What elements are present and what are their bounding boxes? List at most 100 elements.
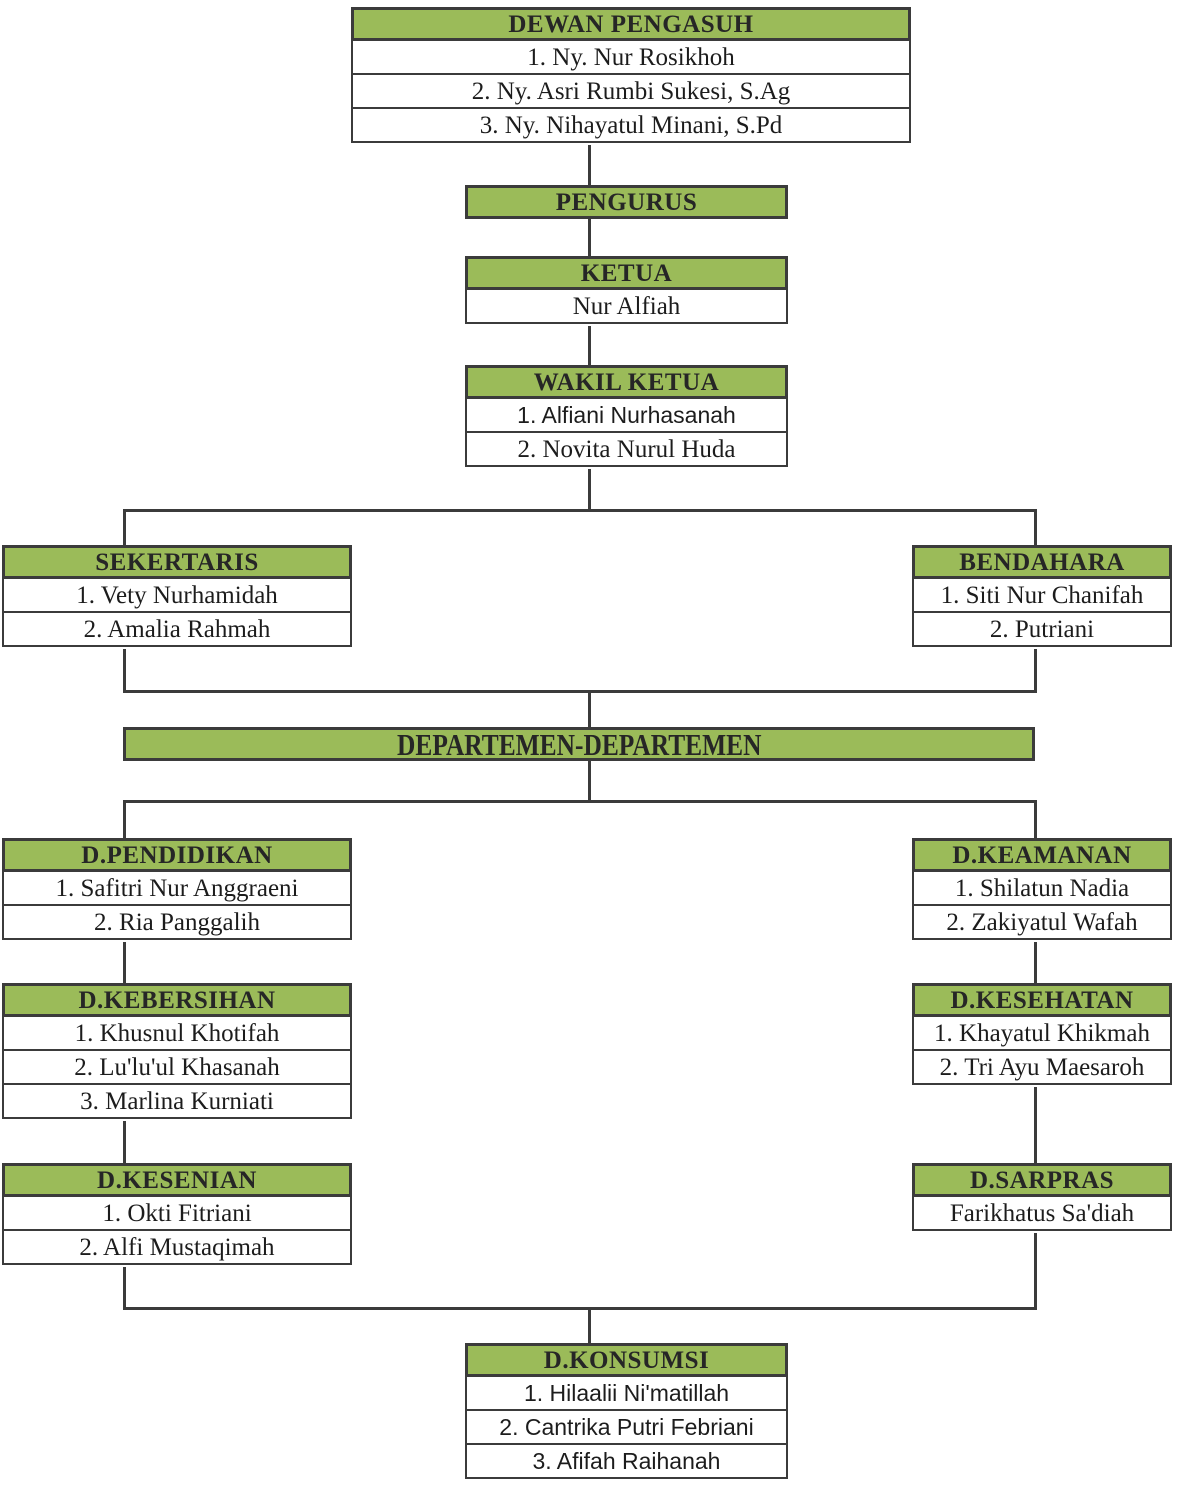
member-row: 2. Cantrika Putri Febriani — [465, 1409, 788, 1445]
org-node-d-kesehatan: D.KESEHATAN 1. Khayatul Khikmah 2. Tri Ay… — [912, 983, 1172, 1085]
org-node-d-keamanan: D.KEAMANAN 1. Shilatun Nadia 2. Zakiyatul… — [912, 838, 1172, 940]
member-row: 1. Siti Nur Chanifah — [912, 577, 1172, 613]
member-row: 2. Amalia Rahmah — [2, 611, 352, 647]
connector — [1034, 942, 1037, 983]
member-row: 2. Ria Panggalih — [2, 904, 352, 940]
member-name: 2. Cantrika Putri Febriani — [499, 1413, 754, 1440]
node-title: DEWAN PENGASUH — [351, 7, 911, 41]
connector — [588, 761, 591, 800]
node-title: KETUA — [465, 256, 788, 290]
member-name: 1. Vety Nurhamidah — [76, 581, 278, 609]
node-title-text: D.KONSUMSI — [543, 1346, 710, 1374]
member-name: 1. Khayatul Khikmah — [934, 1019, 1150, 1047]
node-title: D.KESEHATAN — [912, 983, 1172, 1017]
node-title: WAKIL KETUA — [465, 365, 788, 399]
node-title-text: KETUA — [580, 259, 673, 287]
member-row: 2. Novita Nurul Huda — [465, 431, 788, 467]
member-name: 1. Safitri Nur Anggraeni — [55, 874, 299, 902]
node-title: D.KEAMANAN — [912, 838, 1172, 872]
member-name: 1. Shilatun Nadia — [954, 874, 1130, 902]
member-name: 2. Ria Panggalih — [94, 908, 260, 936]
connector — [123, 1307, 1037, 1310]
node-title-text: BENDAHARA — [959, 548, 1125, 576]
member-row: 1. Khusnul Khotifah — [2, 1015, 352, 1051]
connector — [123, 509, 126, 545]
connector — [123, 942, 126, 983]
member-name: 2. Novita Nurul Huda — [517, 435, 736, 463]
member-row: 1. Ny. Nur Rosikhoh — [351, 39, 911, 75]
member-name: 2. Zakiyatul Wafah — [946, 908, 1138, 936]
member-row: 1. Okti Fitriani — [2, 1195, 352, 1231]
node-title: D.SARPRAS — [912, 1163, 1172, 1197]
connector — [588, 326, 591, 365]
node-title-text: D.KEBERSIHAN — [78, 986, 276, 1014]
member-name: 2. Tri Ayu Maesaroh — [939, 1053, 1145, 1081]
member-row: 3. Ny. Nihayatul Minani, S.Pd — [351, 107, 911, 143]
connector — [588, 145, 591, 185]
node-title: D.PENDIDIKAN — [2, 838, 352, 872]
connector — [1034, 800, 1037, 838]
connector — [588, 469, 591, 509]
node-title-text: D.KESEHATAN — [950, 986, 1134, 1014]
member-name: 3. Marlina Kurniati — [80, 1087, 274, 1115]
node-title-text: D.SARPRAS — [969, 1166, 1115, 1194]
connector — [1034, 1233, 1037, 1307]
member-name: 1. Ny. Nur Rosikhoh — [527, 43, 735, 71]
node-title: DEPARTEMEN-DEPARTEMEN — [123, 727, 1035, 761]
member-name: Nur Alfiah — [572, 292, 681, 320]
org-node-sekertaris: SEKERTARIS 1. Vety Nurhamidah 2. Amalia R… — [2, 545, 352, 647]
connector — [1034, 649, 1037, 690]
connector — [588, 1307, 591, 1343]
connector — [1034, 1087, 1037, 1163]
node-title: PENGURUS — [465, 185, 788, 219]
member-row: 2. Zakiyatul Wafah — [912, 904, 1172, 940]
node-title: D.KONSUMSI — [465, 1343, 788, 1377]
connector — [123, 649, 126, 690]
org-node-pengurus: PENGURUS — [465, 185, 788, 219]
member-row: 2. Putriani — [912, 611, 1172, 647]
member-name: Farikhatus Sa'diah — [949, 1199, 1135, 1227]
member-row: 3. Afifah Raihanah — [465, 1443, 788, 1479]
member-name: 2. Alfi Mustaqimah — [79, 1233, 275, 1261]
member-row: 1. Safitri Nur Anggraeni — [2, 870, 352, 906]
org-node-ketua: KETUA Nur Alfiah — [465, 256, 788, 324]
member-row: 1. Hilaalii Ni'matillah — [465, 1375, 788, 1411]
org-node-dewan-pengasuh: DEWAN PENGASUH 1. Ny. Nur Rosikhoh 2. Ny.… — [351, 7, 911, 143]
org-node-d-sarpras: D.SARPRAS Farikhatus Sa'diah — [912, 1163, 1172, 1231]
member-row: Farikhatus Sa'diah — [912, 1195, 1172, 1231]
connector — [1034, 509, 1037, 545]
connector — [123, 1267, 126, 1307]
member-name: 3. Afifah Raihanah — [532, 1447, 721, 1474]
member-row: Nur Alfiah — [465, 288, 788, 324]
member-row: 1. Shilatun Nadia — [912, 870, 1172, 906]
member-row: 1. Alfiani Nurhasanah — [465, 397, 788, 433]
member-name: 2. Ny. Asri Rumbi Sukesi, S.Ag — [471, 77, 791, 105]
member-name: 2. Amalia Rahmah — [83, 615, 271, 643]
connector — [588, 219, 591, 256]
member-row: 1. Khayatul Khikmah — [912, 1015, 1172, 1051]
member-row: 2. Ny. Asri Rumbi Sukesi, S.Ag — [351, 73, 911, 109]
node-title-text: WAKIL KETUA — [533, 368, 720, 396]
node-title-text: PENGURUS — [555, 188, 698, 216]
node-title: D.KESENIAN — [2, 1163, 352, 1197]
connector — [123, 1121, 126, 1163]
member-row: 1. Vety Nurhamidah — [2, 577, 352, 613]
org-node-d-pendidikan: D.PENDIDIKAN 1. Safitri Nur Anggraeni 2. … — [2, 838, 352, 940]
member-row: 2. Tri Ayu Maesaroh — [912, 1049, 1172, 1085]
node-title: D.KEBERSIHAN — [2, 983, 352, 1017]
node-title: BENDAHARA — [912, 545, 1172, 579]
member-row: 2. Lu'lu'ul Khasanah — [2, 1049, 352, 1085]
member-name: 2. Lu'lu'ul Khasanah — [74, 1053, 280, 1081]
connector — [123, 800, 1037, 803]
node-title-text: SEKERTARIS — [95, 548, 259, 576]
connector — [123, 690, 1037, 693]
node-title-text: DEWAN PENGASUH — [508, 10, 754, 38]
member-row: 2. Alfi Mustaqimah — [2, 1229, 352, 1265]
member-name: 1. Siti Nur Chanifah — [940, 581, 1144, 609]
node-title-text: D.PENDIDIKAN — [81, 841, 273, 869]
